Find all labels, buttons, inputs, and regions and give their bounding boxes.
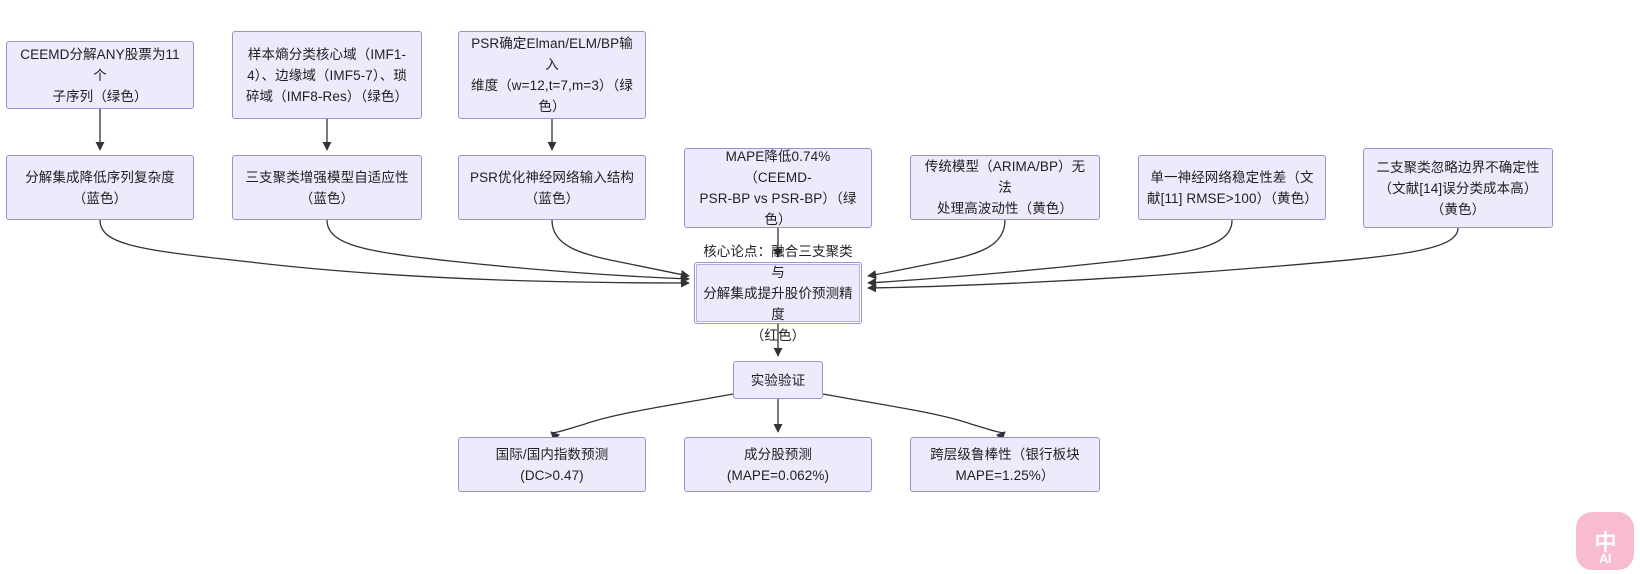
node-psr-optimizes-network-input[interactable]: PSR优化神经网络输入结构 （蓝色）: [458, 155, 646, 220]
node-label: 实验验证: [750, 372, 806, 388]
node-ceemd-decomposition[interactable]: CEEMD分解ANY股票为11个 子序列（绿色）: [6, 41, 194, 109]
node-result-constituent-stock[interactable]: 成分股预测 (MAPE=0.062%): [684, 437, 872, 492]
edge-n5-core: [326, 219, 690, 284]
node-result-index-prediction[interactable]: 国际/国内指数预测 (DC>0.47): [458, 437, 646, 492]
node-label: 核心论点：融合三支聚类与 分解集成提升股价预测精度 （红色）: [703, 243, 853, 343]
edge-n9-core: [867, 219, 1233, 288]
edge-n8-core: [867, 219, 1006, 280]
node-label: 单一神经网络稳定性差（文 献[11] RMSE>100）（黄色）: [1147, 169, 1318, 206]
node-label: PSR确定Elman/ELM/BP输入 维度（w=12,t=7,m=3）（绿 色…: [471, 36, 633, 114]
node-decomposition-reduces-complexity[interactable]: 分解集成降低序列复杂度 （蓝色）: [6, 155, 194, 220]
node-result-cross-level-robustness[interactable]: 跨层级鲁棒性（银行板块 MAPE=1.25%）: [910, 437, 1100, 492]
node-label: 传统模型（ARIMA/BP）无法 处理高波动性（黄色）: [924, 159, 1086, 216]
watermark-sub-text: AI: [1599, 551, 1612, 566]
edge-verify-r1: [550, 393, 734, 442]
node-label: 样本熵分类核心域（IMF1- 4）、边缘域（IMF5-7）、琐 碎域（IMF8-…: [245, 46, 409, 104]
node-mape-reduction[interactable]: MAPE降低0.74%（CEEMD- PSR-BP vs PSR-BP）（绿 色…: [684, 148, 872, 228]
node-label: 成分股预测 (MAPE=0.062%): [726, 446, 830, 483]
node-three-way-clustering-adaptivity[interactable]: 三支聚类增强模型自适应性 （蓝色）: [232, 155, 422, 220]
node-label: 分解集成降低序列复杂度 （蓝色）: [25, 169, 175, 206]
node-single-network-instability[interactable]: 单一神经网络稳定性差（文 献[11] RMSE>100）（黄色）: [1138, 155, 1326, 220]
node-label: CEEMD分解ANY股票为11个 子序列（绿色）: [20, 46, 180, 104]
node-label: MAPE降低0.74%（CEEMD- PSR-BP vs PSR-BP）（绿 色…: [699, 149, 857, 227]
edge-n4-core: [99, 219, 690, 288]
node-core-claim[interactable]: 核心论点：融合三支聚类与 分解集成提升股价预测精度 （红色）: [694, 244, 862, 343]
edge-n10-core: [867, 227, 1459, 293]
node-sample-entropy-classification[interactable]: 样本熵分类核心域（IMF1- 4）、边缘域（IMF5-7）、琐 碎域（IMF8-…: [232, 31, 422, 119]
edge-n6-core: [551, 219, 690, 280]
node-label: 三支聚类增强模型自适应性 （蓝色）: [245, 169, 409, 206]
node-label: 二支聚类忽略边界不确定性 （文献[14]误分类成本高） （黄色）: [1376, 159, 1540, 217]
node-label: PSR优化神经网络输入结构 （蓝色）: [469, 169, 635, 206]
node-traditional-models-limitation[interactable]: 传统模型（ARIMA/BP）无法 处理高波动性（黄色）: [910, 155, 1100, 220]
watermark-main-text: 中: [1594, 530, 1616, 555]
node-label: 跨层级鲁棒性（银行板块 MAPE=1.25%）: [930, 446, 1080, 483]
node-two-way-clustering-boundary[interactable]: 二支聚类忽略边界不确定性 （文献[14]误分类成本高） （黄色）: [1363, 148, 1553, 228]
node-label: 国际/国内指数预测 (DC>0.47): [495, 446, 609, 483]
node-psr-input-dimension[interactable]: PSR确定Elman/ELM/BP输入 维度（w=12,t=7,m=3）（绿 色…: [458, 31, 646, 119]
node-experimental-verification[interactable]: 实验验证: [733, 361, 823, 399]
watermark-badge: 中 AI: [1576, 512, 1634, 570]
edge-verify-r3: [822, 393, 1006, 442]
